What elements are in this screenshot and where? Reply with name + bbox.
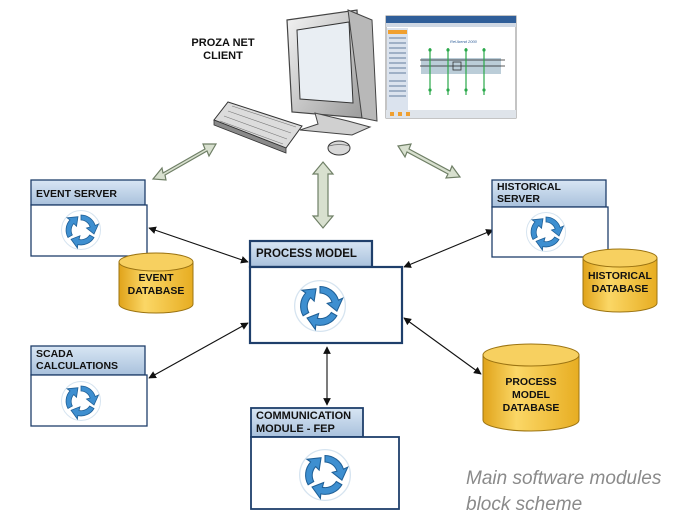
historical-server-label-line1: HISTORICAL: [497, 181, 561, 193]
caption-line2: block scheme: [466, 494, 583, 515]
historical-db-line2: DATABASE: [591, 283, 649, 295]
link-process-model-database: [403, 317, 482, 375]
communication-module-label: COMMUNICATION MODULE - FEP: [256, 410, 351, 436]
workstation-monitor-icon: [286, 9, 378, 136]
scada-calculations-label: SCADA CALCULATIONS: [36, 348, 118, 372]
event-db-line1: EVENT: [138, 272, 174, 284]
link-scada-process-model: [148, 322, 249, 379]
process-model-db-line3: DATABASE: [502, 402, 560, 414]
diagram-caption: Main software modules block scheme: [466, 466, 661, 518]
link-process-model-historical-server: [403, 229, 494, 268]
client-label: PROZA NET CLIENT: [168, 37, 278, 63]
historical-server-module: [491, 179, 609, 258]
process-model-database-label: PROCESS MODEL DATABASE: [483, 376, 579, 415]
client-label-line1: PROZA NET: [191, 37, 255, 49]
event-database: [118, 252, 194, 314]
caption-line1: Main software modules: [466, 468, 662, 489]
process-model-db-line2: MODEL: [512, 389, 550, 401]
big-arrow-left: [151, 143, 218, 181]
process-model-label: PROCESS MODEL: [256, 248, 357, 260]
client-screenshot-thumbnail: ReUbend 2000: [385, 15, 517, 119]
process-model-db-line1: PROCESS: [505, 376, 557, 388]
event-database-label: EVENT DATABASE: [119, 272, 193, 298]
thumbnail-title: ReUbend 2000: [450, 39, 478, 44]
scada-label-line1: SCADA: [36, 348, 74, 360]
scada-calculations-module: [30, 345, 148, 427]
communication-label-line1: COMMUNICATION: [256, 410, 352, 422]
keyboard-icon: [213, 101, 303, 154]
big-arrow-center: [311, 161, 335, 229]
scada-label-line2: CALCULATIONS: [36, 360, 119, 372]
event-db-line2: DATABASE: [127, 285, 185, 297]
process-model-module: [248, 239, 404, 345]
link-event-server-process-model: [148, 226, 249, 264]
communication-module: [250, 407, 400, 510]
process-model-database: [482, 343, 580, 432]
historical-db-line1: HISTORICAL: [588, 270, 652, 282]
historical-database-label: HISTORICAL DATABASE: [580, 270, 660, 296]
communication-label-line2: MODULE - FEP: [256, 423, 335, 435]
mouse-icon: [327, 140, 351, 156]
event-server-label: EVENT SERVER: [36, 188, 117, 200]
client-label-line2: CLIENT: [203, 50, 243, 62]
historical-database: [582, 248, 658, 313]
historical-server-label: HISTORICAL SERVER: [497, 181, 561, 205]
big-arrow-right: [397, 143, 462, 179]
historical-server-label-line2: SERVER: [497, 193, 540, 205]
event-server-module: [30, 179, 148, 257]
